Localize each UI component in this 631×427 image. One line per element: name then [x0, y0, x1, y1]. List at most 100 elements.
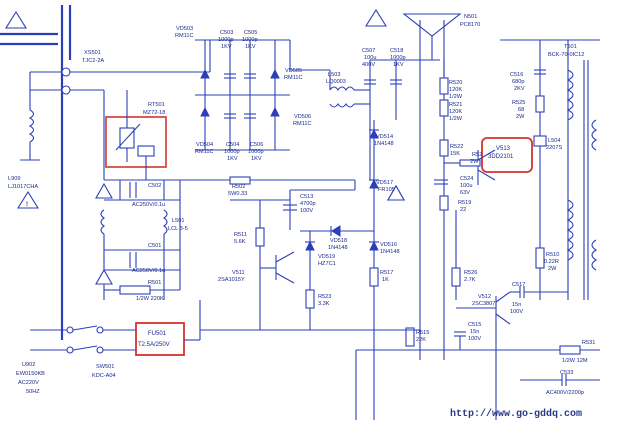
svg-text:C533: C533	[560, 370, 573, 376]
r520-name: R520	[449, 80, 462, 86]
u902-voltage: AC220V	[18, 380, 39, 386]
c524-voltage: 63V	[460, 190, 470, 196]
t501-part: BCK-70-0IC12	[548, 52, 584, 58]
svg-text:PC8170: PC8170	[460, 22, 480, 28]
r517-name: R517	[380, 270, 393, 276]
r521-power: 1/2W	[449, 116, 463, 122]
r511-value: 5.6K	[234, 239, 246, 245]
c502-name: C502	[148, 183, 161, 189]
r517	[369, 267, 379, 287]
c517-name: C517	[512, 282, 525, 288]
svg-text:R525: R525	[512, 100, 525, 106]
svg-text:400V: 400V	[362, 62, 375, 68]
svg-text:R515: R515	[416, 330, 429, 336]
r522-value: 15K	[450, 151, 460, 157]
svg-text:VD504: VD504	[196, 142, 213, 148]
svg-text:L909: L909	[8, 176, 20, 182]
svg-text:C505: C505	[244, 30, 257, 36]
svg-text:1000p: 1000p	[242, 37, 258, 43]
svg-text:R502: R502	[232, 184, 245, 190]
svg-text:LJ1017CHA: LJ1017CHA	[8, 184, 38, 190]
svg-text:100u: 100u	[460, 183, 472, 189]
r523	[305, 289, 315, 330]
c524-name: C524	[460, 176, 473, 182]
svg-text:1N4148: 1N4148	[374, 141, 394, 147]
v513-transistor	[477, 137, 533, 185]
c518-voltage: 1KV	[393, 62, 404, 68]
svg-text:2SC3807: 2SC3807	[472, 301, 495, 307]
l909-coil	[20, 72, 40, 161]
l504-name: L504	[548, 138, 560, 144]
svg-text:R521: R521	[449, 102, 462, 108]
svg-text:C506: C506	[250, 142, 263, 148]
l503-inductor	[329, 70, 370, 108]
svg-text:4700p: 4700p	[300, 201, 316, 207]
svg-text:EW0150KB: EW0150KB	[16, 371, 45, 377]
bridge-rectifier	[195, 39, 330, 151]
c513-voltage: 100V	[300, 208, 313, 214]
svg-text:AC250V/0.1u: AC250V/0.1u	[132, 202, 165, 208]
svg-text:AC400V/2200p: AC400V/2200p	[546, 390, 584, 396]
svg-text:5.6K: 5.6K	[234, 239, 246, 245]
svg-text:2W: 2W	[470, 159, 479, 165]
svg-text:R52: R52	[472, 152, 482, 158]
svg-text:BCK-70-0IC12: BCK-70-0IC12	[548, 52, 584, 58]
t501-transformer	[500, 39, 600, 300]
r531-c533	[520, 345, 600, 386]
svg-text:KDC-A04: KDC-A04	[92, 373, 116, 379]
svg-text:R526: R526	[464, 270, 477, 276]
warning-triangle-left: !	[17, 190, 39, 209]
r501-value: 1/2W 220K	[136, 296, 164, 302]
c517-voltage: 100V	[510, 309, 523, 315]
svg-text:C517: C517	[512, 282, 525, 288]
r515-value: 22K	[416, 337, 426, 343]
r531-value: 1/2W 12M	[562, 358, 588, 364]
rt501-part: MZ72-18	[143, 110, 165, 116]
r525-name: R525	[512, 100, 525, 106]
r519-name: R519	[458, 200, 471, 206]
svg-text:T2.5A/250V: T2.5A/250V	[138, 342, 170, 348]
svg-text:3.3K: 3.3K	[318, 301, 330, 307]
l504	[533, 135, 547, 147]
u902-name: U902	[22, 362, 35, 368]
r522	[439, 139, 449, 157]
c506-name: C506	[250, 142, 263, 148]
svg-text:C524: C524	[460, 176, 473, 182]
r526	[451, 210, 461, 300]
r521-value: 120K	[449, 109, 462, 115]
svg-text:1/2W: 1/2W	[449, 116, 463, 122]
v511-transistor	[260, 251, 295, 284]
c507-name: C507	[362, 48, 375, 54]
svg-text:C518: C518	[390, 48, 403, 54]
svg-text:100V: 100V	[510, 309, 523, 315]
c503-value: 1000p	[218, 37, 234, 43]
c505-value: 1000p	[242, 37, 258, 43]
r501-name: R501	[148, 280, 161, 286]
vd519-name: VD519	[318, 254, 335, 260]
c504-voltage: 1KV	[227, 156, 238, 162]
sw501-name: SW501	[96, 364, 114, 370]
svg-text:VD517: VD517	[376, 180, 393, 186]
svg-text:120K: 120K	[449, 87, 462, 93]
svg-text:3DD2101: 3DD2101	[488, 154, 514, 160]
l503-name: L503	[328, 72, 340, 78]
svg-text:1KV: 1KV	[393, 62, 404, 68]
vd519-part: HZ7C1	[318, 261, 336, 267]
c533-name: C533	[560, 370, 573, 376]
svg-text:2W: 2W	[516, 114, 525, 120]
r517-value: 1K	[382, 277, 389, 283]
svg-text:1KV: 1KV	[251, 156, 262, 162]
sw501-part: KDC-A04	[92, 373, 116, 379]
u902-part: EW0150KB	[16, 371, 45, 377]
n501-name: N501	[464, 14, 477, 20]
svg-text:63V: 63V	[460, 190, 470, 196]
watermark-url: http://www.go-gddq.com	[450, 408, 582, 420]
v512-part: 2SC3807	[472, 301, 495, 307]
svg-text:1/2W 220K: 1/2W 220K	[136, 296, 164, 302]
c501-name: C501	[148, 243, 161, 249]
vd517-part: FR105	[378, 187, 395, 193]
svg-text:1K: 1K	[382, 277, 389, 283]
c504-value: 1000p	[224, 149, 240, 155]
svg-text:RM11C: RM11C	[195, 149, 214, 155]
c506-value: 1000p	[248, 149, 264, 155]
